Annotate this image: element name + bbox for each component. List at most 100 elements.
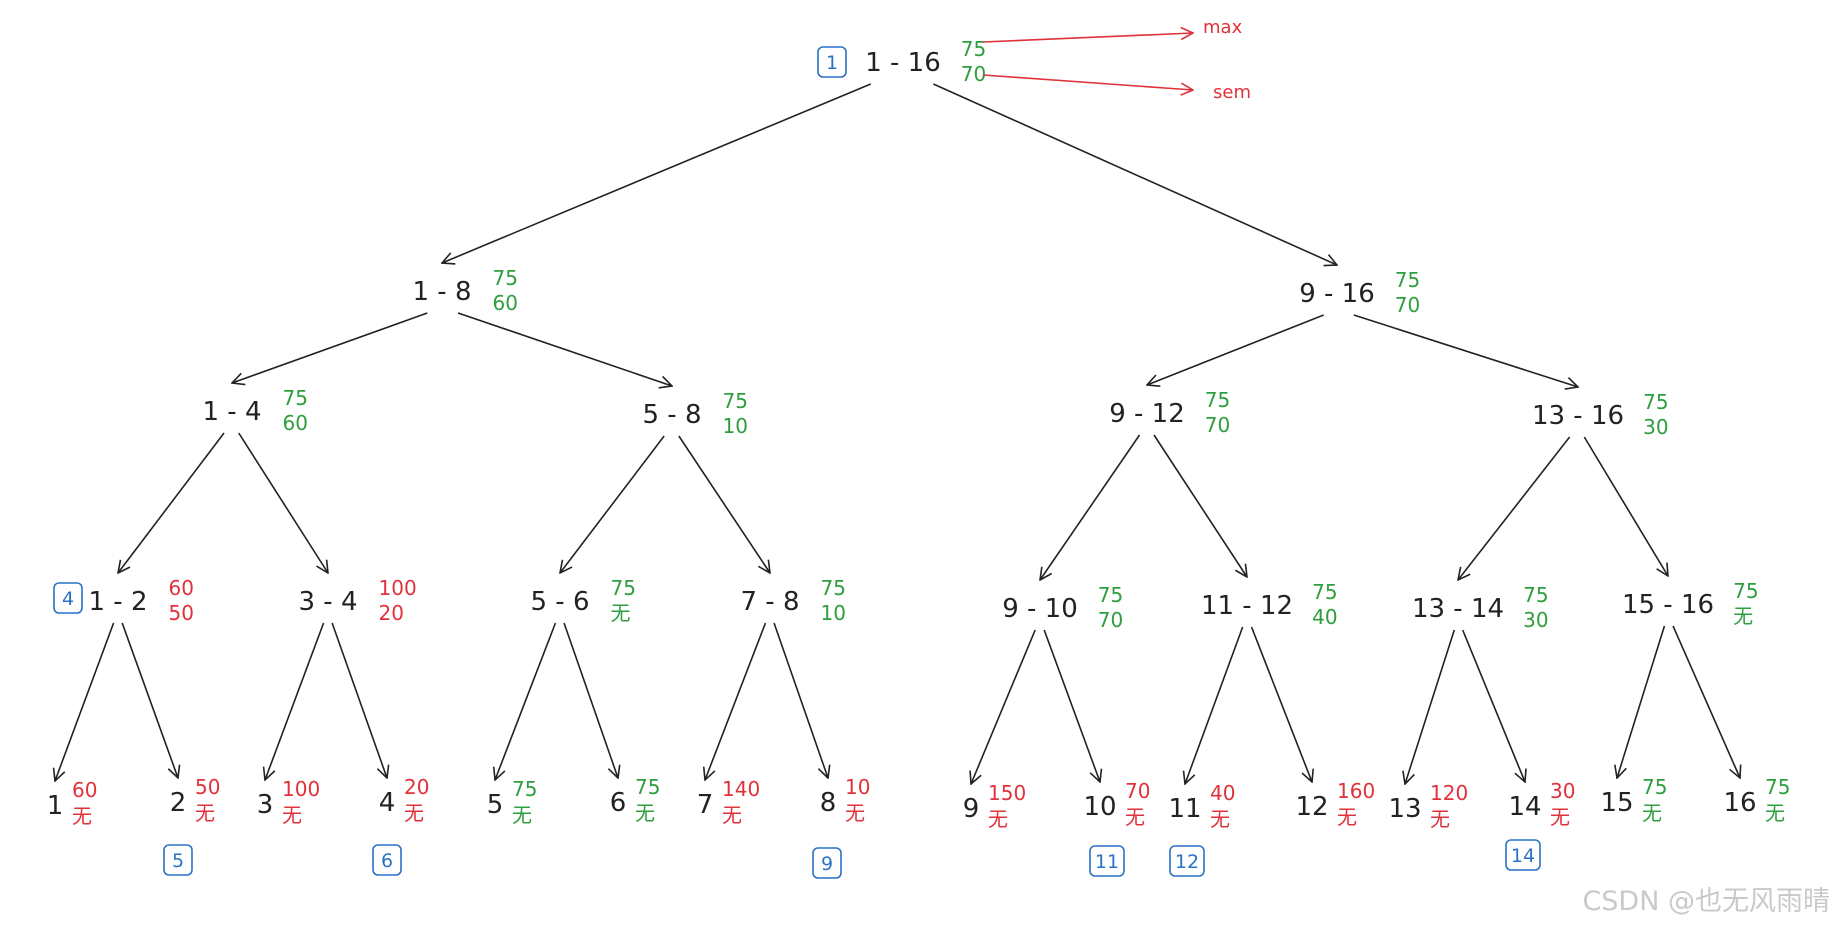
node-range-label: 13 - 16	[1532, 401, 1624, 431]
leaf-sem-value: 无	[722, 803, 742, 827]
step-tag-label: 6	[381, 850, 393, 872]
leaf-max-value: 20	[404, 775, 429, 799]
legend-max-label: max	[1203, 17, 1243, 38]
node-sem-value: 60	[283, 411, 308, 435]
leaf-max-value: 60	[72, 778, 97, 802]
leaf-sem-value: 无	[1765, 801, 1785, 825]
node-sem-value: 70	[961, 62, 986, 86]
node-sem-value: 20	[379, 601, 404, 625]
tree-edge	[678, 435, 770, 573]
step-tag-box	[372, 844, 402, 876]
leaf-max-value: 75	[1765, 775, 1790, 799]
step-tag-label: 11	[1095, 851, 1119, 873]
leaf-max-value: 30	[1550, 779, 1575, 803]
leaf-sem-value: 无	[72, 804, 92, 828]
node-range-label: 7 - 8	[741, 587, 800, 617]
tree-edge	[495, 622, 557, 780]
step-tag-label: 5	[172, 850, 184, 872]
leaf-max-value: 140	[722, 777, 760, 801]
step-tag: 5	[163, 844, 193, 876]
node-sem-value: 60	[493, 291, 518, 315]
node-max-value: 75	[1098, 583, 1123, 607]
tree-edge	[1672, 625, 1740, 778]
leaf-sem-value: 无	[404, 801, 424, 825]
tree-edge	[1147, 314, 1324, 385]
node-max-value: 75	[961, 37, 986, 61]
edges-layer	[55, 83, 1740, 784]
tree-edge	[1353, 314, 1578, 387]
node-range-label: 3 - 4	[299, 587, 358, 617]
tree-edge	[971, 629, 1036, 784]
leaf-sem-value: 无	[1430, 807, 1450, 831]
leaf-node: 4 20无	[379, 775, 430, 825]
leaf-node: 1 60无	[47, 778, 98, 828]
step-tag-box	[1089, 845, 1125, 877]
leaf-index-label: 9	[963, 794, 980, 824]
node-max-value: 75	[1733, 579, 1758, 603]
node-range-label: 5 - 6	[531, 587, 590, 617]
step-tag: 9	[812, 847, 842, 879]
legend-max-arrow	[982, 33, 1193, 43]
node-max-value: 75	[1395, 268, 1420, 292]
node-range-label: 1 - 4	[203, 397, 262, 427]
node-range-label: 9 - 10	[1002, 594, 1078, 624]
tree-edge	[1405, 629, 1456, 784]
tree-edge	[1043, 629, 1100, 782]
leaf-max-value: 150	[988, 781, 1026, 805]
tree-edge	[1040, 434, 1141, 580]
step-tag: 12	[1169, 845, 1205, 877]
node-range-label: 9 - 16	[1299, 279, 1375, 309]
leaf-index-label: 3	[257, 790, 274, 820]
leaf-index-label: 8	[820, 788, 837, 818]
node-max-value: 75	[1523, 583, 1548, 607]
leaf-max-value: 70	[1125, 779, 1150, 803]
tree-edge	[55, 622, 115, 781]
node-range-label: 1 - 2	[89, 587, 148, 617]
leaf-index-label: 15	[1600, 788, 1633, 818]
step-tag: 4	[53, 582, 83, 614]
node-max-value: 75	[1312, 580, 1337, 604]
step-tag-box	[163, 844, 193, 876]
node-max-value: 100	[379, 576, 417, 600]
step-tag-label: 12	[1175, 851, 1199, 873]
step-tag: 14	[1505, 839, 1541, 871]
node-sem-value: 无	[1733, 604, 1753, 628]
leaf-max-value: 50	[195, 775, 220, 799]
tree-edge	[121, 622, 178, 778]
leaf-index-label: 12	[1295, 792, 1328, 822]
node-max-value: 75	[1205, 388, 1230, 412]
tree-edge	[1250, 626, 1312, 782]
node-max-value: 60	[169, 576, 194, 600]
leaf-index-label: 6	[610, 788, 627, 818]
node-max-value: 75	[821, 576, 846, 600]
watermark: CSDN @也无风雨晴	[1582, 886, 1830, 917]
leaf-sem-value: 无	[635, 801, 655, 825]
legend-sem-label: sem	[1213, 82, 1251, 103]
tree-edge	[1617, 625, 1666, 778]
node-sem-value: 50	[169, 601, 194, 625]
tree-edge	[265, 622, 325, 780]
node-sem-value: 40	[1312, 605, 1337, 629]
node-max-value: 75	[283, 386, 308, 410]
leaf-index-label: 1	[47, 791, 64, 821]
tree-edge	[118, 432, 225, 573]
leaf-index-label: 14	[1508, 792, 1541, 822]
leaf-index-label: 4	[379, 788, 396, 818]
node-range-label: 13 - 14	[1412, 594, 1504, 624]
node-sem-value: 10	[821, 601, 846, 625]
leaf-index-label: 2	[170, 788, 187, 818]
leaf-max-value: 100	[282, 777, 320, 801]
